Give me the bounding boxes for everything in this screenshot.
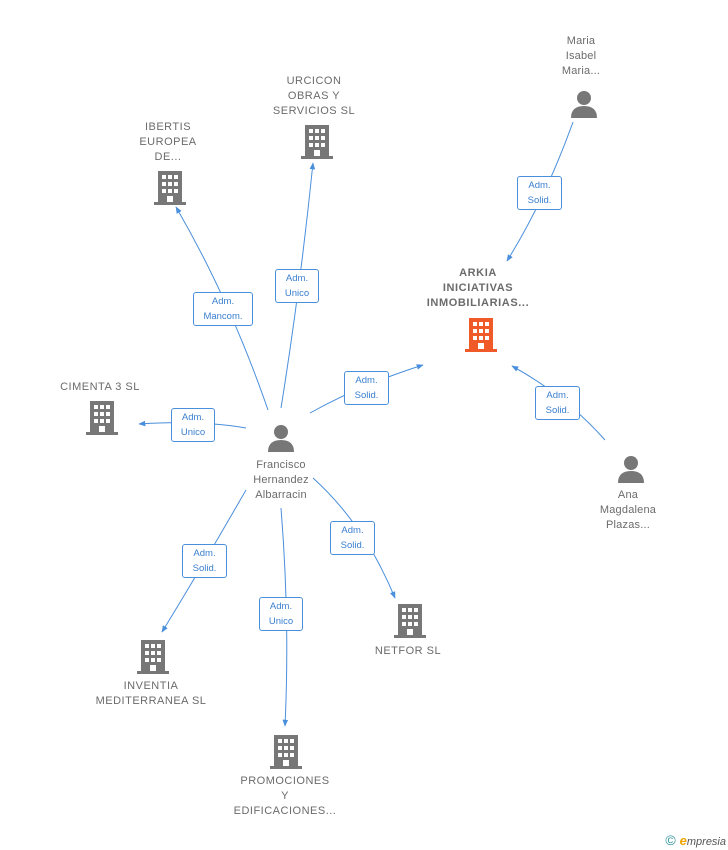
- node-label: Francisco Hernandez Albarracin: [253, 459, 309, 501]
- node-label: ARKIA INICIATIVAS INMOBILIARIAS...: [426, 267, 530, 309]
- edge-label-inventia: Adm. Solid.: [182, 544, 227, 578]
- node-label: CIMENTA 3 SL: [60, 381, 140, 393]
- building-icon: [465, 318, 497, 352]
- building-icon: [137, 640, 169, 674]
- building-icon: [86, 401, 118, 435]
- node-label: INVENTIA MEDITERRANEA SL: [95, 680, 207, 707]
- copyright-icon: ©: [665, 832, 676, 848]
- person-icon: [268, 425, 294, 452]
- node-label: NETFOR SL: [374, 645, 442, 657]
- edge-label-ana-arkia: Adm. Solid.: [535, 386, 580, 420]
- building-icon: [270, 735, 302, 769]
- brand-logo: empresia: [679, 832, 726, 848]
- edge-label-maria-arkia: Adm. Solid.: [517, 176, 562, 210]
- person-icon: [571, 91, 597, 118]
- building-icon: [301, 125, 333, 159]
- edge-label-promociones: Adm. Unico: [259, 597, 303, 631]
- building-icon: [154, 171, 186, 205]
- node-label: PROMOCIONES Y EDIFICACIONES...: [233, 775, 337, 817]
- edge-label-ibertis: Adm. Mancom.: [193, 292, 253, 326]
- edge-label-cimenta: Adm. Unico: [171, 408, 215, 442]
- person-icon: [618, 456, 644, 483]
- building-icon: [394, 604, 426, 638]
- edge-label-urcicon: Adm. Unico: [275, 269, 319, 303]
- node-label: URCICON OBRAS Y SERVICIOS SL: [272, 75, 356, 117]
- edge-label-arkia-francisco: Adm. Solid.: [344, 371, 389, 405]
- node-label: Maria Isabel Maria...: [561, 35, 601, 77]
- edge-label-netfor: Adm. Solid.: [330, 521, 375, 555]
- node-label: Ana Magdalena Plazas...: [599, 489, 657, 531]
- node-label: IBERTIS EUROPEA DE...: [139, 121, 197, 163]
- footer-brand[interactable]: © empresia: [665, 832, 726, 848]
